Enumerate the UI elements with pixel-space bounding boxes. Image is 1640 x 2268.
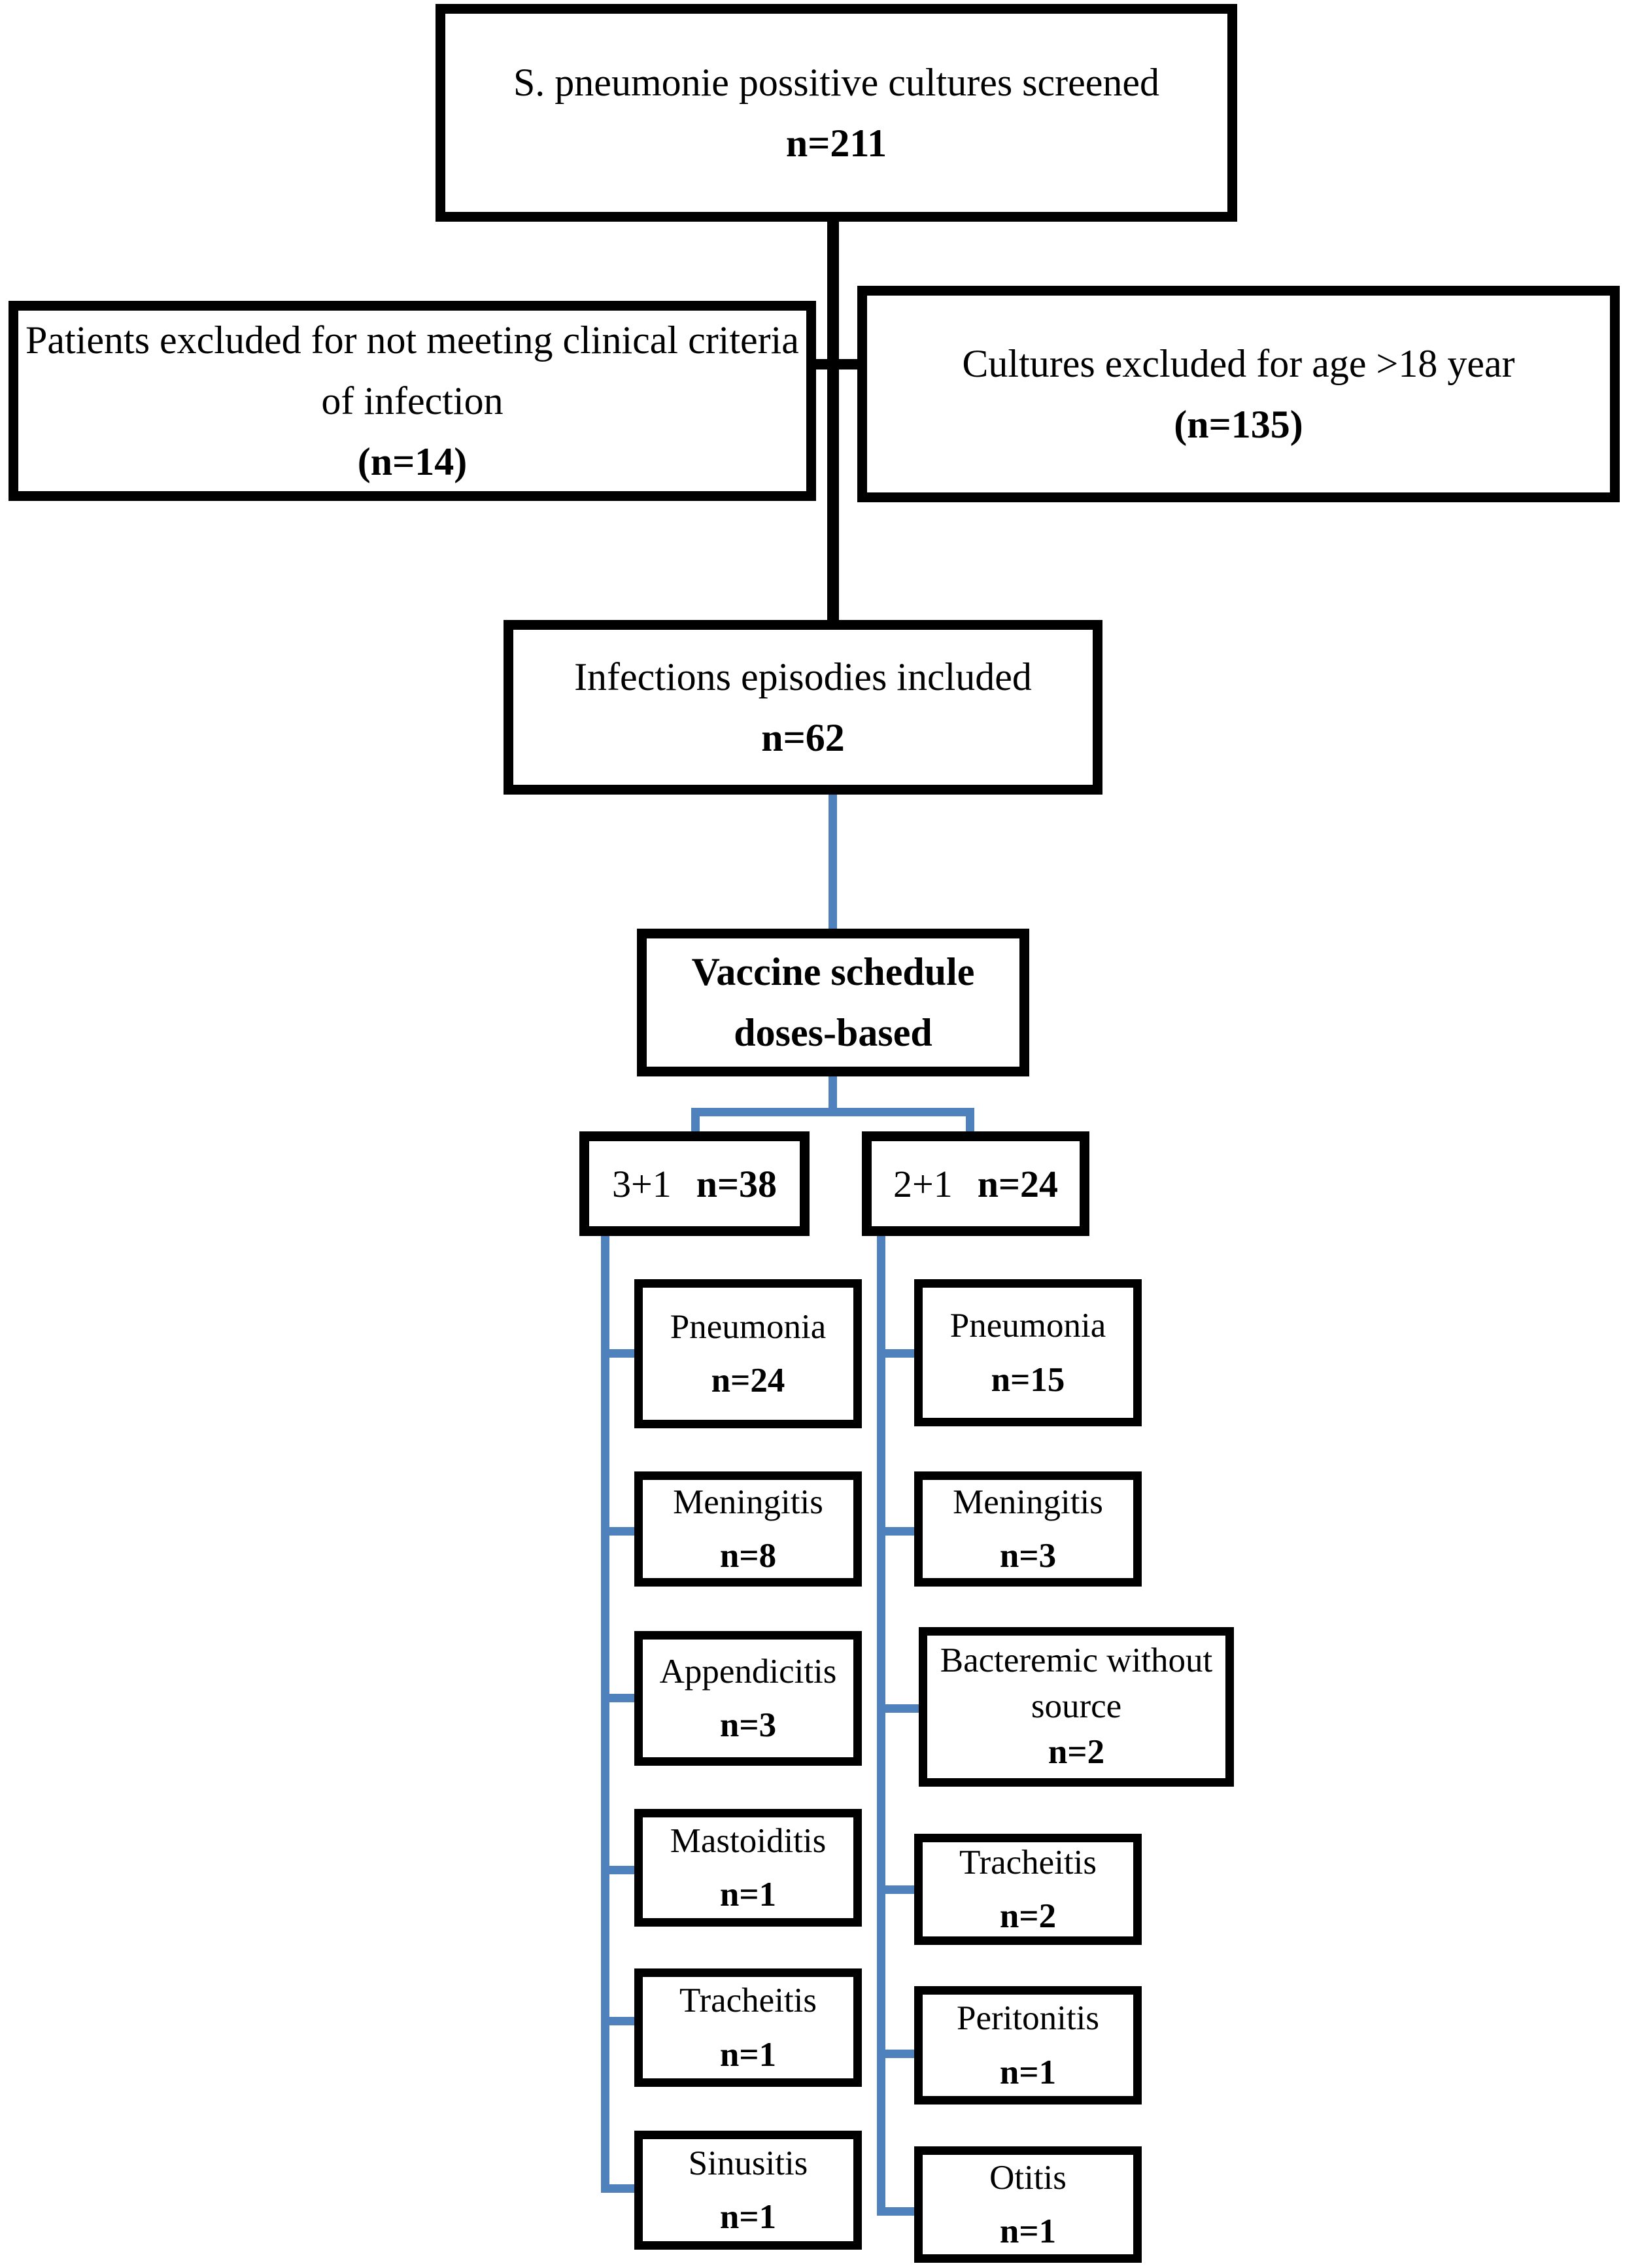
box-21-bacteremic: Bacteremic without source n=2	[919, 1627, 1234, 1787]
box-21-peritonitis: Peritonitis n=1	[914, 1986, 1142, 2105]
box-schedule-2plus1-label: 2+1	[893, 1162, 953, 1205]
diagnosis-label: Peritonitis	[957, 1999, 1099, 2038]
box-schedule-2plus1: 2+1 n=24	[862, 1131, 1089, 1236]
connector-drop-to-2plus1	[966, 1108, 974, 1135]
box-31-tracheitis: Tracheitis n=1	[634, 1968, 862, 2087]
box-excluded-clinical-criteria: Patients excluded for not meeting clinic…	[9, 301, 816, 501]
box-excluded-age-text: Cultures excluded for age >18 year	[962, 341, 1515, 385]
box-21-tracheitis: Tracheitis n=2	[914, 1834, 1142, 1945]
connector-stub-mastoiditis-31	[601, 1866, 639, 1874]
diagnosis-count: n=8	[719, 1537, 777, 1575]
connector-vaccine-to-split	[829, 1076, 837, 1116]
diagnosis-count: n=2	[999, 1897, 1057, 1935]
connector-split-horizontal	[691, 1108, 974, 1116]
connector-included-to-vaccine	[829, 794, 837, 930]
diagnosis-count: n=3	[719, 1706, 777, 1744]
diagnosis-count: n=2	[1048, 1732, 1105, 1771]
connector-stub-bacteremic-21	[877, 1704, 923, 1713]
diagnosis-count: n=24	[711, 1362, 785, 1400]
diagnosis-count: n=1	[999, 2212, 1057, 2250]
connector-drop-to-3plus1	[691, 1108, 700, 1135]
box-cultures-screened: S. pneumonie possitive cultures screened…	[436, 4, 1237, 222]
diagnosis-label: Mastoiditis	[670, 1821, 827, 1860]
connector-stub-meningitis-31	[601, 1527, 639, 1536]
box-infections-included-count: n=62	[761, 715, 845, 759]
diagnosis-label: Tracheitis	[959, 1843, 1097, 1881]
connector-stub-excluded-clinical	[813, 359, 830, 369]
box-vaccine-schedule-line1: Vaccine schedule	[691, 950, 975, 993]
connector-stub-pneumonia-31	[601, 1349, 639, 1358]
connector-elbow-sinusitis-31	[601, 2184, 639, 2193]
box-excluded-clinical-count: (n=14)	[357, 439, 468, 483]
box-vaccine-schedule-line2: doses-based	[734, 1011, 932, 1054]
box-schedule-3plus1-count: n=38	[696, 1162, 777, 1205]
connector-stub-tracheitis-31	[601, 2017, 639, 2025]
diagnosis-label: Pneumonia	[670, 1307, 827, 1346]
box-cultures-screened-text: S. pneumonie possitive cultures screened	[513, 60, 1160, 104]
box-21-otitis: Otitis n=1	[914, 2146, 1142, 2263]
box-infections-included: Infections episodies included n=62	[504, 620, 1102, 795]
connector-elbow-otitis-21	[877, 2207, 923, 2216]
diagnosis-count: n=1	[719, 2198, 777, 2236]
connector-stub-peritonitis-21	[877, 2050, 923, 2058]
connector-trunk-3plus1-column	[601, 1235, 609, 2193]
diagnosis-label: Meningitis	[673, 1483, 823, 1521]
diagnosis-count: n=3	[999, 1537, 1057, 1575]
box-21-meningitis: Meningitis n=3	[914, 1471, 1142, 1587]
diagnosis-label: Meningitis	[953, 1483, 1103, 1521]
diagnosis-label: Tracheitis	[679, 1982, 817, 2020]
box-excluded-age: Cultures excluded for age >18 year (n=13…	[857, 286, 1620, 502]
diagnosis-count: n=15	[991, 1360, 1065, 1399]
connector-stub-appendicitis-31	[601, 1694, 639, 1702]
diagnosis-count: n=1	[719, 2035, 777, 2074]
connector-trunk-2plus1-column	[877, 1235, 885, 2216]
diagnosis-count: n=1	[999, 2053, 1057, 2091]
box-infections-included-text: Infections episodies included	[574, 655, 1032, 698]
diagnosis-label: Otitis	[989, 2158, 1067, 2197]
connector-stub-pneumonia-21	[877, 1349, 923, 1358]
box-schedule-3plus1-label: 3+1	[611, 1162, 672, 1205]
connector-stub-meningitis-21	[877, 1527, 923, 1536]
box-31-meningitis: Meningitis n=8	[634, 1471, 862, 1587]
box-vaccine-schedule: Vaccine schedule doses-based	[637, 929, 1029, 1076]
box-schedule-3plus1: 3+1 n=38	[579, 1131, 810, 1236]
box-21-pneumonia: Pneumonia n=15	[914, 1279, 1142, 1426]
box-31-pneumonia: Pneumonia n=24	[634, 1279, 862, 1428]
diagnosis-label: Bacteremic without source	[940, 1641, 1213, 1726]
box-31-mastoiditis: Mastoiditis n=1	[634, 1809, 862, 1927]
diagnosis-label: Pneumonia	[949, 1307, 1106, 1345]
diagnosis-label: Appendicitis	[659, 1652, 837, 1691]
connector-stub-tracheitis-21	[877, 1885, 923, 1894]
box-31-sinusitis: Sinusitis n=1	[634, 2131, 862, 2250]
connector-stub-excluded-age	[836, 359, 860, 369]
connector-screened-to-included	[827, 221, 839, 623]
box-excluded-age-count: (n=135)	[1174, 402, 1303, 446]
diagnosis-label: Sinusitis	[688, 2144, 808, 2182]
box-schedule-2plus1-count: n=24	[977, 1162, 1059, 1205]
box-cultures-screened-count: n=211	[785, 121, 887, 165]
box-31-appendicitis: Appendicitis n=3	[634, 1631, 862, 1766]
diagnosis-count: n=1	[719, 1876, 777, 1914]
box-excluded-clinical-text: Patients excluded for not meeting clinic…	[26, 318, 799, 422]
